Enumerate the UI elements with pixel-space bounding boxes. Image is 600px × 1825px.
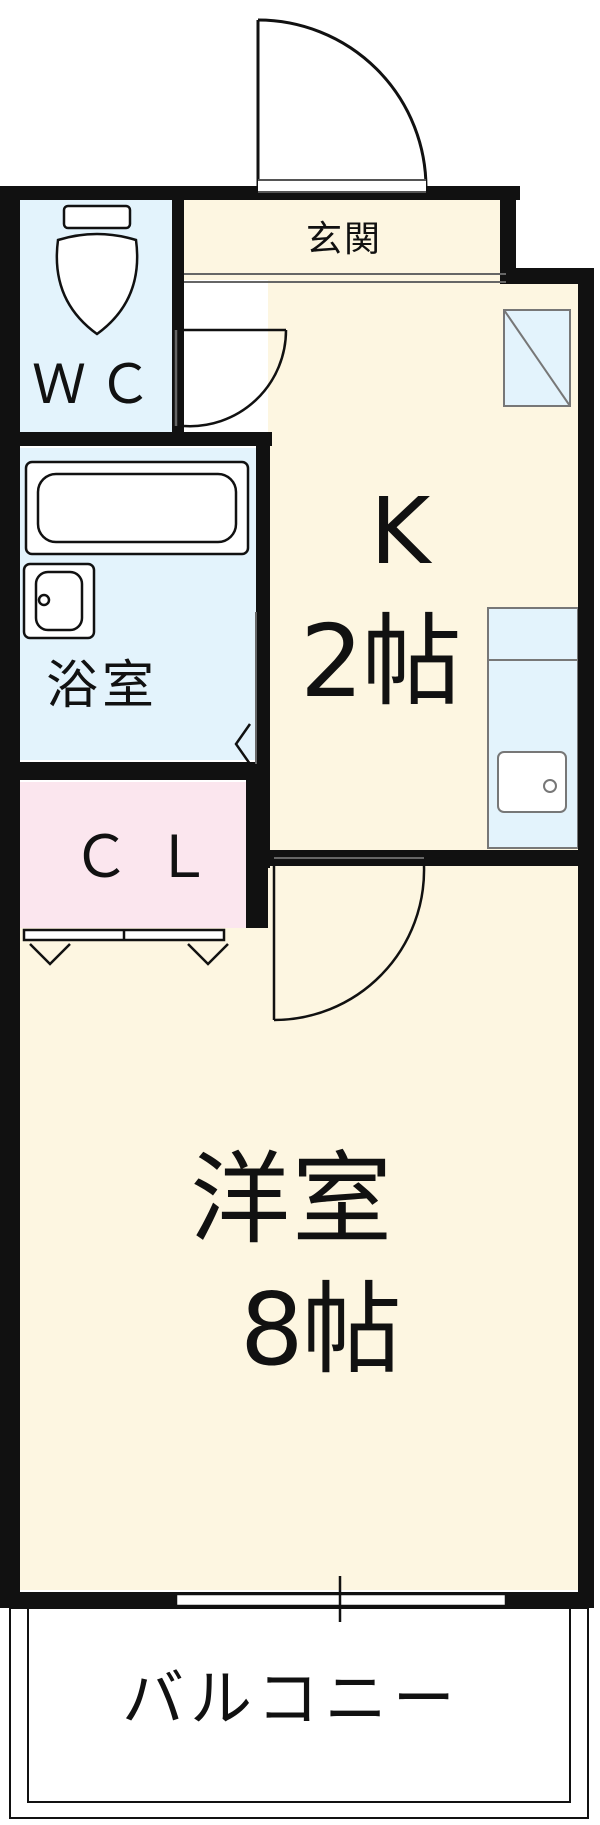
western-room-door: [272, 857, 426, 1022]
kitchen-size: 2帖: [300, 603, 462, 720]
balcony-outline: [9, 1607, 589, 1819]
bath-door: [234, 612, 257, 765]
closet-floor: [20, 782, 246, 928]
closet-doors: [22, 928, 229, 966]
kitchen-label: K: [370, 478, 431, 585]
wc-door: [174, 328, 288, 428]
entrance-floor: [184, 200, 502, 280]
bathtub-icon: [24, 460, 250, 556]
sink-icon: [497, 751, 567, 813]
entrance-door: [256, 18, 428, 193]
bathroom-label: 浴室: [46, 656, 159, 716]
closet-label: ＣＬ: [72, 823, 237, 891]
western-room-floor: [20, 860, 580, 1590]
western-room-label: 洋室: [190, 1141, 394, 1258]
walls: [0, 186, 594, 1608]
balcony-label: バルコニー: [122, 1662, 461, 1735]
storage-mark-icon: [503, 309, 571, 407]
drain-icon: [543, 779, 557, 793]
entrance-label: 玄関: [306, 219, 383, 260]
bath-basin-icon: [22, 562, 96, 640]
wc-label: ＷＣ: [32, 353, 164, 416]
western-room-size: 8帖: [240, 1271, 402, 1388]
balcony-window: [174, 1576, 508, 1622]
toilet-icon: [55, 204, 139, 336]
